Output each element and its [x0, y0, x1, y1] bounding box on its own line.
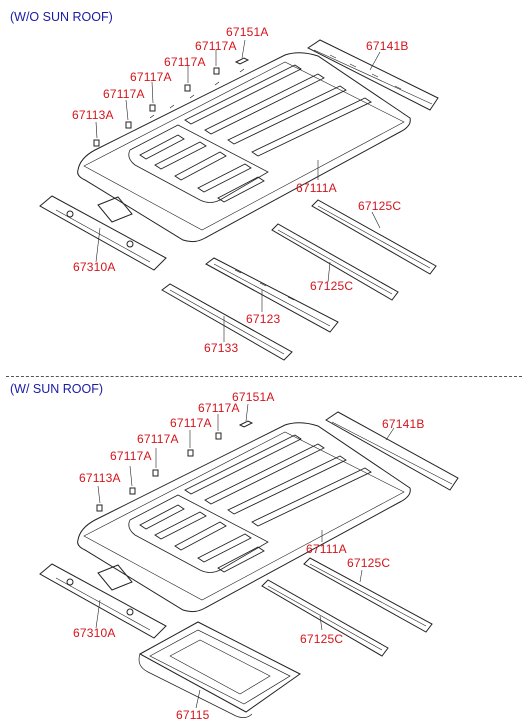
clip-fasteners-bottom [96, 420, 254, 512]
label-67117a-bottom-1: 67117A [198, 401, 240, 415]
roof-panel-bottom [77, 422, 411, 613]
roof-panel-top [77, 52, 411, 243]
leader-lines-top [95, 39, 381, 342]
front-rail-bottom [39, 563, 167, 639]
sunroof-frame [138, 621, 301, 718]
rear-rail-bottom [325, 411, 459, 491]
section-header-without-sunroof: (W/O SUN ROOF) [10, 10, 113, 24]
section-divider [6, 376, 522, 377]
label-67310a-top: 67310A [73, 260, 116, 274]
front-rail-top [39, 195, 167, 271]
roof-bow-top-1 [311, 199, 437, 275]
label-67115-bottom: 67115 [176, 708, 210, 722]
label-67133-top: 67133 [204, 341, 239, 355]
label-67125c-top-2: 67125C [310, 279, 354, 293]
label-67117a-top-3: 67117A [130, 70, 172, 84]
label-67117a-bottom-2: 67117A [170, 416, 212, 430]
label-67117a-bottom-4: 67117A [110, 449, 152, 463]
leader-lines-bottom [95, 403, 395, 709]
label-67117a-bottom-3: 67117A [137, 432, 179, 446]
roof-bow-67123-top [205, 257, 339, 333]
label-67151a-top: 67151A [226, 25, 269, 39]
label-67151a-bottom: 67151A [232, 390, 275, 404]
section-header-with-sunroof: (W/ SUN ROOF) [10, 382, 104, 396]
label-67117a-top-4: 67117A [103, 87, 145, 101]
label-67117a-top-1: 67117A [195, 39, 237, 53]
rear-rail-top [307, 39, 439, 111]
label-67310a-bottom: 67310A [73, 626, 116, 640]
clip-fasteners-top [93, 57, 250, 147]
roof-bow-bottom-2 [261, 579, 389, 657]
label-67111a-top: 67111A [296, 181, 337, 195]
label-67141b-bottom: 67141B [382, 417, 425, 431]
label-67117a-top-2: 67117A [164, 55, 206, 69]
label-67113a-top: 67113A [72, 108, 114, 122]
label-67125c-bottom-1: 67125C [347, 556, 391, 570]
label-67141b-top: 67141B [366, 39, 409, 53]
roof-bow-67133-top [161, 283, 293, 361]
label-67125c-top-1: 67125C [358, 199, 402, 213]
label-67111a-bottom: 67111A [306, 542, 347, 556]
label-67125c-bottom-2: 67125C [300, 632, 344, 646]
roof-bow-top-2 [271, 223, 399, 301]
roof-bow-bottom-1 [303, 557, 433, 633]
label-67123-top: 67123 [246, 312, 281, 326]
label-67113a-bottom: 67113A [79, 471, 121, 485]
